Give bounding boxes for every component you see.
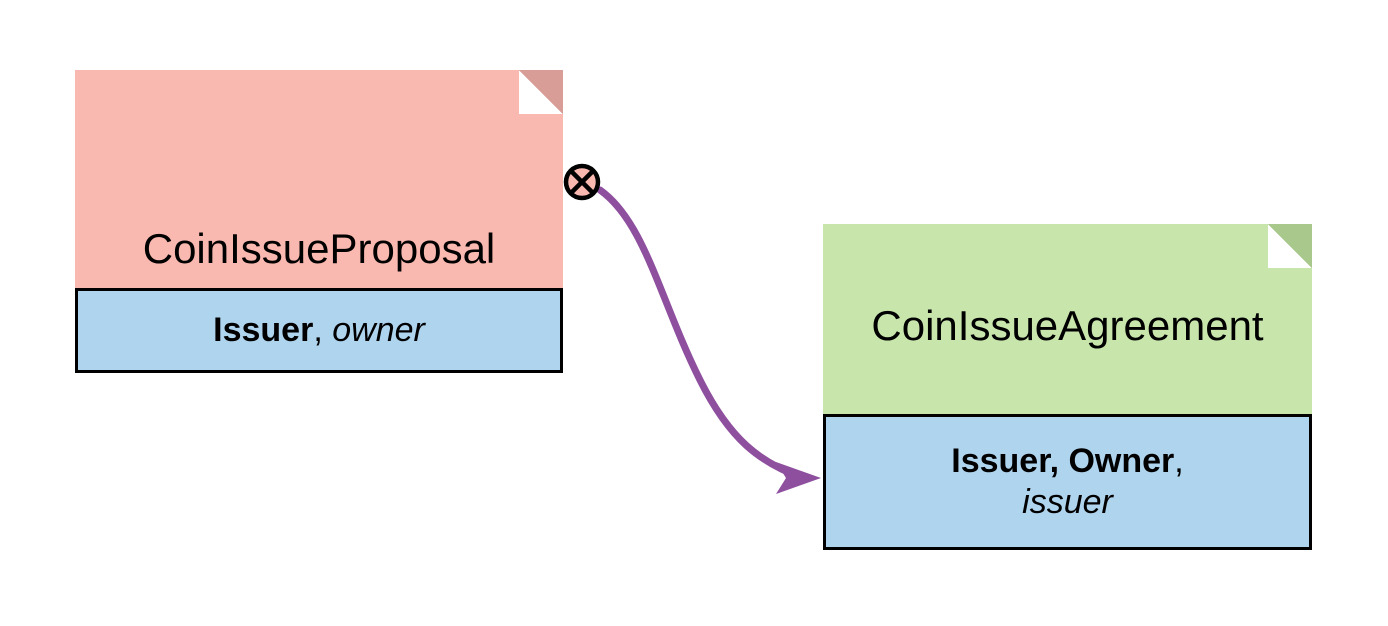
node-title-coin-issue-agreement: CoinIssueAgreement: [871, 302, 1264, 349]
node-header-fill: [75, 70, 563, 288]
circle-x-icon-svg: [563, 163, 601, 201]
role-party-label: owner: [332, 310, 425, 349]
node-coin-issue-agreement[interactable]: CoinIssueAgreement Issuer, Owner, issuer: [823, 224, 1312, 550]
node-header-coin-issue-proposal: CoinIssueProposal: [75, 70, 563, 288]
node-roles-text-coin-issue-proposal: Issuer, owner: [213, 310, 425, 351]
role-separator: ,: [313, 310, 333, 349]
node-header-fill: [823, 224, 1312, 414]
edge-arrowhead-icon: [776, 462, 821, 494]
node-coin-issue-proposal[interactable]: CoinIssueProposal Issuer, owner: [75, 70, 563, 373]
node-roles-coin-issue-proposal: Issuer, owner: [75, 288, 563, 373]
node-fold-corner-icon: [519, 70, 563, 114]
node-roles-coin-issue-agreement: Issuer, Owner, issuer: [823, 414, 1312, 550]
role-signatory-label: Issuer: [213, 310, 314, 349]
edge-path: [596, 186, 804, 481]
node-title-coin-issue-proposal: CoinIssueProposal: [142, 225, 496, 272]
node-roles-text-coin-issue-agreement: Issuer, Owner, issuer: [951, 441, 1183, 524]
role-party-label: issuer: [1022, 483, 1113, 521]
circle-x-icon[interactable]: [562, 162, 602, 202]
role-signatories-label: Issuer, Owner: [951, 441, 1175, 480]
node-header-coin-issue-agreement: CoinIssueAgreement: [823, 224, 1312, 414]
node-fold-corner-icon: [1268, 224, 1312, 268]
edge-proposal-to-agreement[interactable]: [596, 186, 821, 494]
role-separator: ,: [1174, 441, 1184, 480]
